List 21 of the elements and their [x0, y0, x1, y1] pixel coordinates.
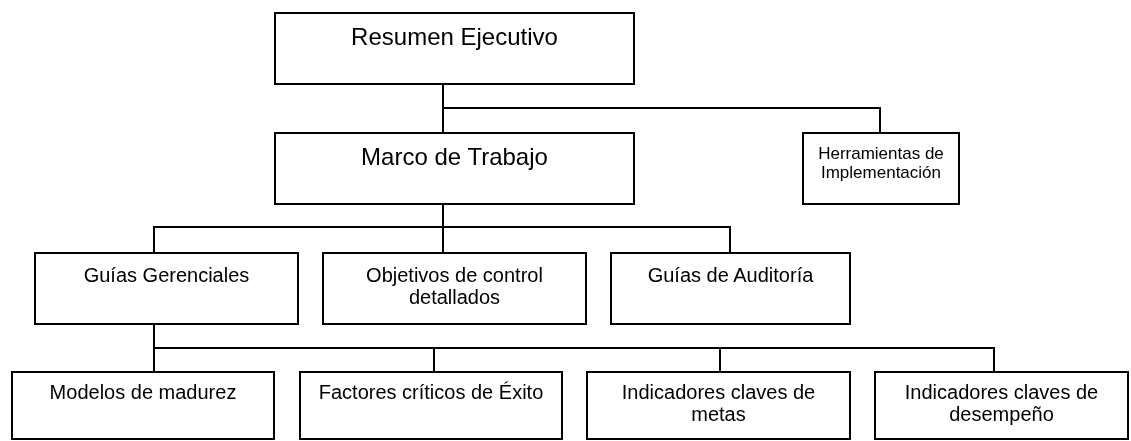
org-box — [802, 132, 960, 205]
org-box — [11, 371, 275, 440]
box-label: Modelos de madurez — [48, 381, 238, 404]
box-label: Guías Gerenciales — [82, 264, 251, 287]
org-box — [874, 371, 1129, 440]
box-label: Resumen Ejecutivo — [350, 24, 559, 51]
box-label: Herramientas de Implementación — [817, 144, 945, 183]
org-box — [34, 252, 299, 325]
box-label: Indicadores claves de metas — [620, 381, 817, 426]
org-box — [610, 252, 851, 325]
box-label: Factores críticos de Éxito — [317, 381, 545, 404]
org-box — [586, 371, 851, 440]
box-label: Objetivos de control detallados — [365, 264, 544, 309]
box-label: Marco de Trabajo — [360, 144, 549, 171]
box-label: Guías de Auditoría — [646, 264, 815, 287]
connector-line — [442, 204, 731, 253]
org-box — [322, 252, 587, 325]
org-box — [299, 371, 563, 440]
org-box — [274, 132, 635, 205]
org-box — [274, 12, 635, 85]
box-label: Indicadores claves de desempeño — [903, 381, 1100, 426]
